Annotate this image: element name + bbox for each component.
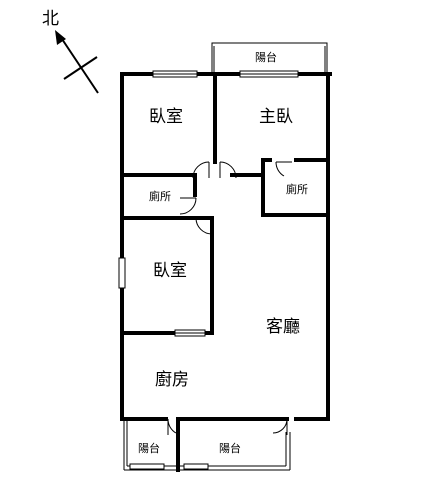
windows <box>118 70 299 337</box>
balcony-top-outline <box>211 42 328 72</box>
room-label-living-room: 客廳 <box>266 317 300 337</box>
room-label-bathroom-left: 廁所 <box>149 189 171 203</box>
balcony-bottom-outline <box>123 417 291 472</box>
doors <box>167 161 292 435</box>
north-arrow-icon <box>55 30 99 94</box>
room-label-bathroom-right: 廁所 <box>286 182 308 196</box>
room-label-balcony-bottom-right: 陽台 <box>219 441 241 455</box>
room-label-balcony-bottom-left: 陽台 <box>138 441 160 455</box>
room-label-bedroom-lower: 臥室 <box>153 261 187 281</box>
room-label-balcony-top: 陽台 <box>255 50 277 64</box>
room-label-bedroom-upper: 臥室 <box>149 107 183 127</box>
compass-label: 北 <box>42 9 59 29</box>
room-label-kitchen: 廚房 <box>155 369 189 390</box>
room-label-master-bedroom: 主臥 <box>259 107 293 127</box>
